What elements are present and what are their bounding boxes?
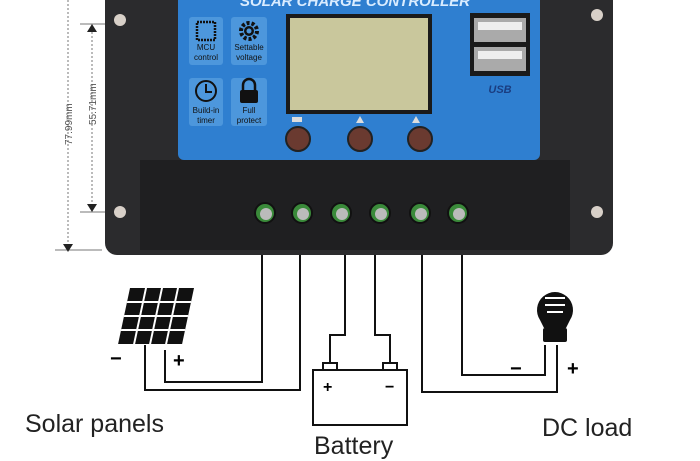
gear-icon — [239, 21, 259, 41]
battery-minus: − — [385, 379, 394, 396]
feature-label: Full — [243, 106, 256, 115]
solar-panel-icon — [118, 288, 194, 344]
dim-total-height: 77.99mm — [64, 103, 75, 145]
menu-button[interactable] — [285, 117, 311, 152]
load-plus: + — [567, 358, 579, 380]
dim-hole-spacing: 55.71mm — [88, 83, 99, 125]
up-button[interactable] — [347, 116, 373, 152]
clock-icon — [195, 80, 217, 102]
load-minus: − — [510, 358, 522, 380]
controller-body: SOLAR CHARGE CONTROLLER MCU control Sett… — [105, 0, 613, 255]
feature-label: MCU — [197, 43, 215, 52]
lock-icon — [240, 77, 258, 103]
feature-label: Settable — [234, 43, 264, 52]
lcd-screen — [290, 18, 428, 110]
dc-load-label: DC load — [542, 414, 633, 442]
battery-label: Battery — [314, 432, 394, 460]
feature-label: protect — [237, 116, 262, 125]
feature-label: voltage — [236, 53, 262, 62]
mount-hole — [591, 206, 603, 218]
device-title: SOLAR CHARGE CONTROLLER — [240, 0, 470, 10]
feature-label: control — [194, 53, 218, 62]
solar-minus: − — [110, 348, 122, 370]
solar-panels-label: Solar panels — [25, 410, 164, 438]
wires — [144, 255, 558, 393]
mount-hole — [114, 14, 126, 26]
usb-logo: USB — [488, 84, 511, 96]
battery-icon — [312, 362, 408, 426]
light-bulb-icon — [537, 290, 573, 342]
mount-hole — [591, 9, 603, 21]
mount-hole — [114, 206, 126, 218]
usb-ports[interactable] — [470, 13, 530, 76]
up-down-button[interactable] — [407, 116, 433, 152]
battery-plus: + — [323, 379, 332, 396]
feature-label: Build-in — [193, 106, 220, 115]
feature-label: timer — [197, 116, 215, 125]
solar-plus: + — [173, 350, 185, 372]
dimension-lines: 77.99mm 55.71mm — [55, 0, 118, 252]
wiring-diagram: 77.99mm 55.71mm SOLAR CHARGE CONTROLLER … — [55, 0, 613, 426]
chip-icon — [195, 20, 217, 42]
